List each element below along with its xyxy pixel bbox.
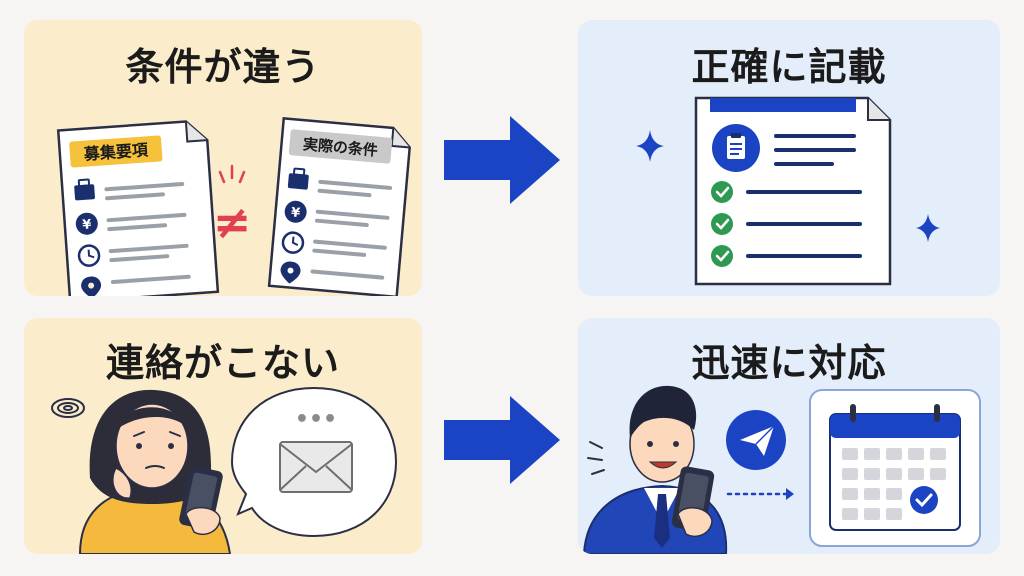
panel-title: 迅速に対応 (691, 341, 887, 385)
message-bubble: ••• (230, 386, 398, 538)
recruitment-document: 募集要項 ¥ (56, 120, 220, 296)
businessman (582, 385, 728, 554)
location-pin-icon (280, 261, 301, 284)
svg-text:¥: ¥ (290, 205, 300, 221)
paper-plane-icon (726, 410, 786, 470)
check-icon (711, 213, 733, 235)
check-icon (711, 245, 733, 267)
not-equal-sign: ≠ (213, 164, 252, 249)
briefcase-icon (74, 178, 95, 201)
arrow-right-icon (444, 396, 560, 484)
arrow-right-icon (444, 116, 560, 204)
envelope-icon (279, 441, 353, 493)
label-highlight (288, 129, 393, 164)
panel-accurate-listing: 正確に記載 (578, 20, 1000, 296)
send-dotted-arrow (726, 488, 794, 500)
panel-quick-response: 迅速に対応 (578, 318, 1000, 554)
svg-text:¥: ¥ (82, 217, 92, 233)
svg-text:≠: ≠ (213, 195, 252, 249)
yen-icon: ¥ (75, 212, 98, 235)
briefcase-icon (287, 167, 309, 190)
calendar-icon (829, 404, 961, 531)
panel-title: 正確に記載 (691, 45, 887, 89)
panel-title: 連絡がこない (105, 341, 340, 385)
clipboard-icon (712, 124, 760, 172)
documents-illustration: 募集要項 ¥ (56, 117, 411, 296)
motion-lines (587, 441, 605, 475)
panel-conditions-differ: 条件が違う 募集要項 ¥ (24, 20, 422, 296)
location-pin-icon (81, 276, 102, 296)
document-header-bar (710, 98, 856, 112)
clock-icon (77, 244, 101, 267)
clock-icon (281, 231, 305, 254)
actual-conditions-document: 実際の条件 ¥ (267, 117, 411, 296)
dizzy-swirl-icon (51, 398, 85, 418)
check-icon (711, 181, 733, 203)
label-highlight (69, 135, 163, 168)
worried-woman (78, 389, 232, 554)
typing-dots: ••• (295, 407, 337, 432)
panel-no-contact: 連絡がこない ••• (24, 318, 422, 554)
doc-left-label: 募集要項 (82, 140, 149, 164)
listing-document (694, 96, 892, 286)
checklist-illustration (636, 96, 940, 286)
calendar-card (809, 389, 981, 547)
waiting-person-illustration: ••• (51, 386, 398, 554)
yen-icon: ¥ (284, 200, 307, 223)
sparkle-icon (916, 214, 940, 242)
check-icon (910, 486, 938, 514)
panel-title: 条件が違う (125, 45, 321, 89)
responding-person-illustration (582, 385, 981, 554)
sparkle-icon (636, 130, 664, 162)
